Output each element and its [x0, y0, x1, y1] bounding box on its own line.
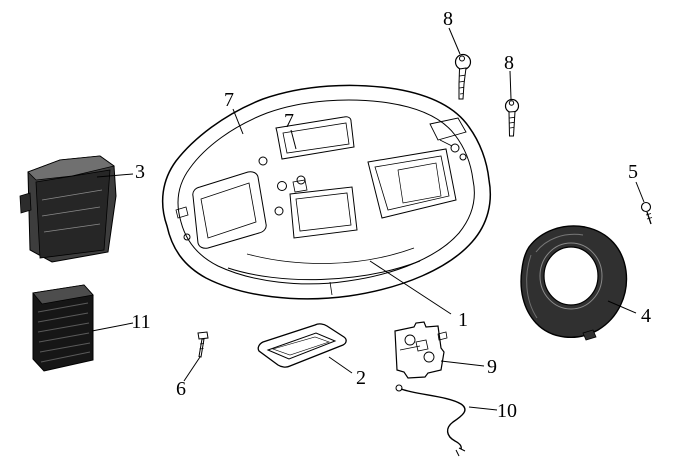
key-screw-lower-drawing — [504, 98, 520, 137]
main-compartment-drawing — [161, 84, 492, 300]
small-bolt-drawing — [197, 331, 209, 358]
key-screw-upper-drawing — [454, 53, 472, 100]
callout-5-small-screw: 5 — [628, 161, 638, 183]
callout-10-cable: 10 — [497, 400, 517, 422]
leader-lines — [91, 27, 645, 411]
dark-bracket-drawing — [19, 155, 117, 263]
callout-8-key-screw-lower: 8 — [504, 52, 514, 74]
small-screw-drawing — [640, 201, 653, 225]
callout-8-key-screw-upper: 8 — [443, 8, 453, 30]
black-box-drawing — [32, 284, 94, 372]
cable-drawing — [395, 384, 466, 457]
callout-7-rim-outer: 7 — [224, 89, 234, 111]
callout-4-round-cover: 4 — [641, 305, 651, 327]
gasket-drawing — [257, 323, 347, 368]
callout-2-gasket: 2 — [356, 367, 366, 389]
callout-9-mounting-bracket: 9 — [487, 356, 497, 378]
mounting-bracket-drawing — [394, 321, 448, 379]
callout-6-small-bolt: 6 — [176, 378, 186, 400]
round-cover-drawing — [520, 225, 628, 341]
callout-3-dark-bracket: 3 — [135, 161, 145, 183]
callout-1-main-compartment: 1 — [458, 309, 468, 331]
callout-7-rim-inner: 7 — [284, 110, 294, 132]
callout-11-black-box: 11 — [131, 311, 151, 333]
